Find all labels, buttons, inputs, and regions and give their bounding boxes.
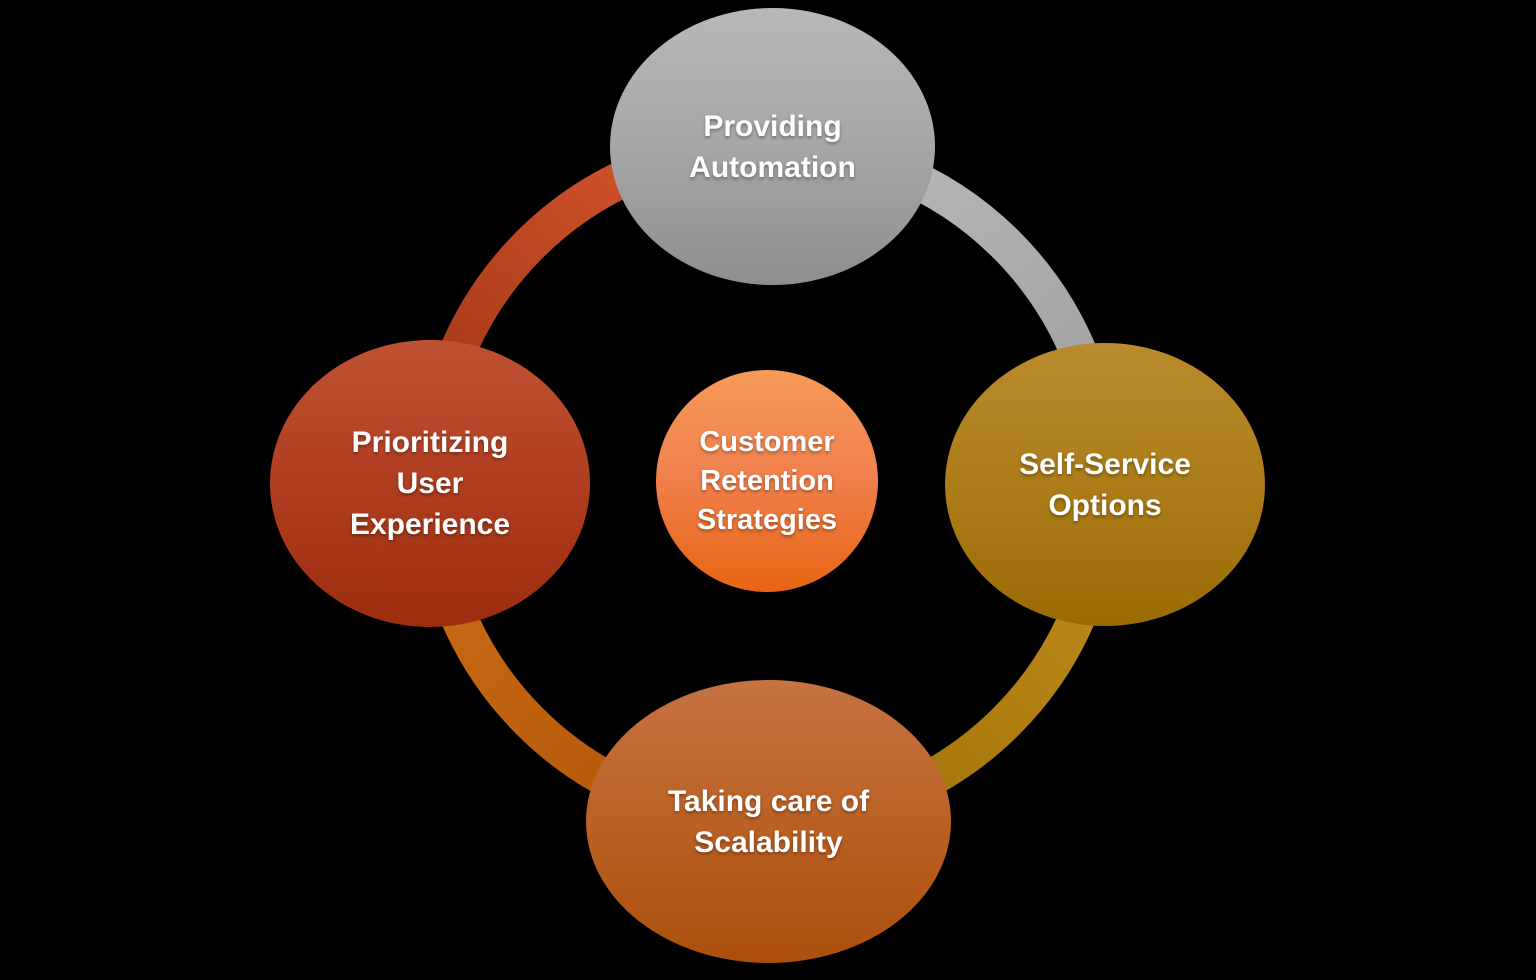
node-providing-automation: Providing Automation xyxy=(610,8,935,285)
node-customer-retention-strategies: Customer Retention Strategies xyxy=(656,370,878,592)
node-prioritizing-user-experience: Prioritizing User Experience xyxy=(270,340,590,627)
node-label: Providing Automation xyxy=(689,109,856,184)
node-label: Prioritizing User Experience xyxy=(349,426,511,541)
node-taking-care-of-scalability: Taking care of Scalability xyxy=(586,680,951,963)
center-label: Customer Retention Strategies xyxy=(696,425,838,536)
node-label: Taking care of Scalability xyxy=(667,784,870,859)
node-self-service-options: Self-Service Options xyxy=(945,343,1265,626)
node-label: Self-Service Options xyxy=(1019,447,1191,522)
